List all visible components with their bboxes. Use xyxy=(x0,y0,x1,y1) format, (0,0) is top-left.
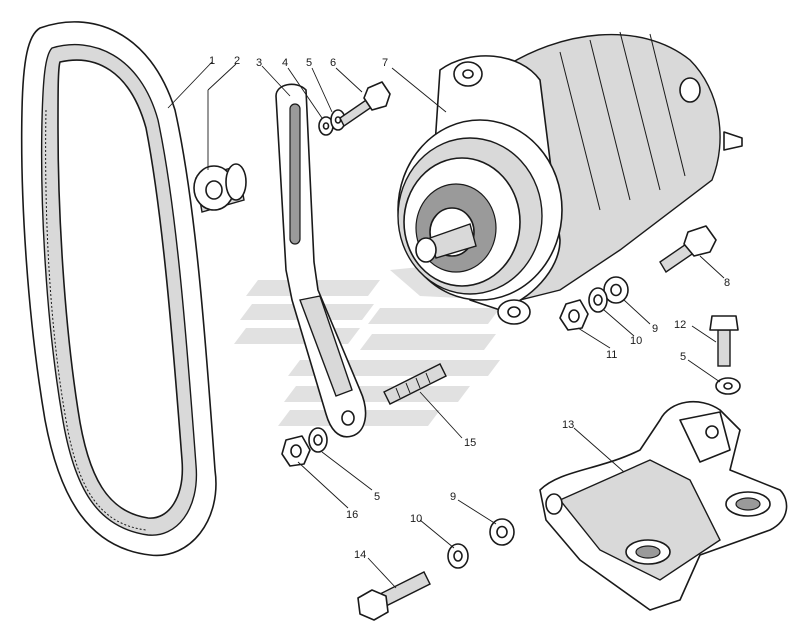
mounting-bracket xyxy=(539,401,788,611)
threaded-stud xyxy=(383,363,447,405)
adjusting-bolt xyxy=(659,225,717,273)
callout-10-lower: 10 xyxy=(410,513,422,525)
alternator xyxy=(397,31,743,325)
spacer-bushing xyxy=(193,163,247,213)
washer-set-lower xyxy=(447,518,515,569)
callout-9-right: 9 xyxy=(652,323,658,335)
callout-4: 4 xyxy=(282,57,288,69)
v-belt xyxy=(20,21,217,557)
callout-6: 6 xyxy=(330,57,336,69)
callout-3: 3 xyxy=(256,57,262,69)
bracket-bolt-right xyxy=(709,315,741,395)
tension-bracket xyxy=(275,83,367,438)
callout-9-lower: 9 xyxy=(450,491,456,503)
callout-10-right: 10 xyxy=(630,335,642,347)
callout-5-top: 5 xyxy=(306,57,312,69)
callout-16: 16 xyxy=(346,509,358,521)
callout-7: 7 xyxy=(382,57,388,69)
nut-washer-set-left xyxy=(281,427,328,467)
leader-lines xyxy=(167,61,725,589)
callout-2: 2 xyxy=(234,55,240,67)
callout-5-left: 5 xyxy=(374,491,380,503)
callout-12: 12 xyxy=(674,319,686,331)
hex-bolt-lower xyxy=(357,571,431,621)
callout-1: 1 xyxy=(209,55,215,67)
callout-14: 14 xyxy=(354,549,366,561)
callout-8: 8 xyxy=(724,277,730,289)
callout-5-right: 5 xyxy=(680,351,686,363)
top-bolt-assembly xyxy=(318,81,391,136)
nut-washer-set-right xyxy=(559,276,629,331)
callout-13: 13 xyxy=(562,419,574,431)
callout-labels: 1 2 3 4 5 6 7 8 9 10 11 12 5 13 15 5 16 … xyxy=(209,55,730,561)
callout-15: 15 xyxy=(464,437,476,449)
callout-11: 11 xyxy=(606,349,617,361)
